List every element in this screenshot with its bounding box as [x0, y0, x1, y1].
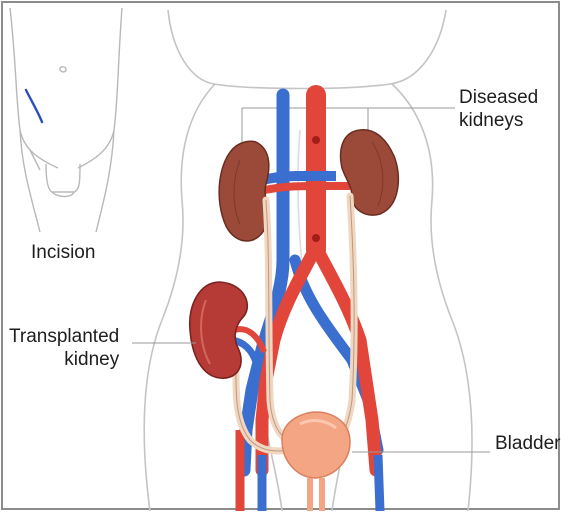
transplanted-label-line1: Transplanted — [9, 325, 119, 348]
transplanted-kidney-label: Transplanted kidney — [9, 325, 119, 371]
aorta-branch-dot — [312, 234, 320, 242]
transplanted-label-line2: kidney — [9, 348, 119, 371]
renal-vein — [262, 176, 336, 180]
aorta-branch-dot — [312, 136, 320, 144]
diseased-label-line2: kidneys — [459, 109, 538, 132]
bladder-label: Bladder — [495, 432, 561, 455]
diseased-kidneys-label: Diseased kidneys — [459, 86, 538, 132]
diseased-label-line1: Diseased — [459, 86, 538, 109]
right-leg-vein — [378, 455, 380, 511]
incision-label: Incision — [31, 241, 95, 264]
left-diseased-kidney — [219, 141, 269, 241]
renal-artery — [265, 186, 350, 190]
